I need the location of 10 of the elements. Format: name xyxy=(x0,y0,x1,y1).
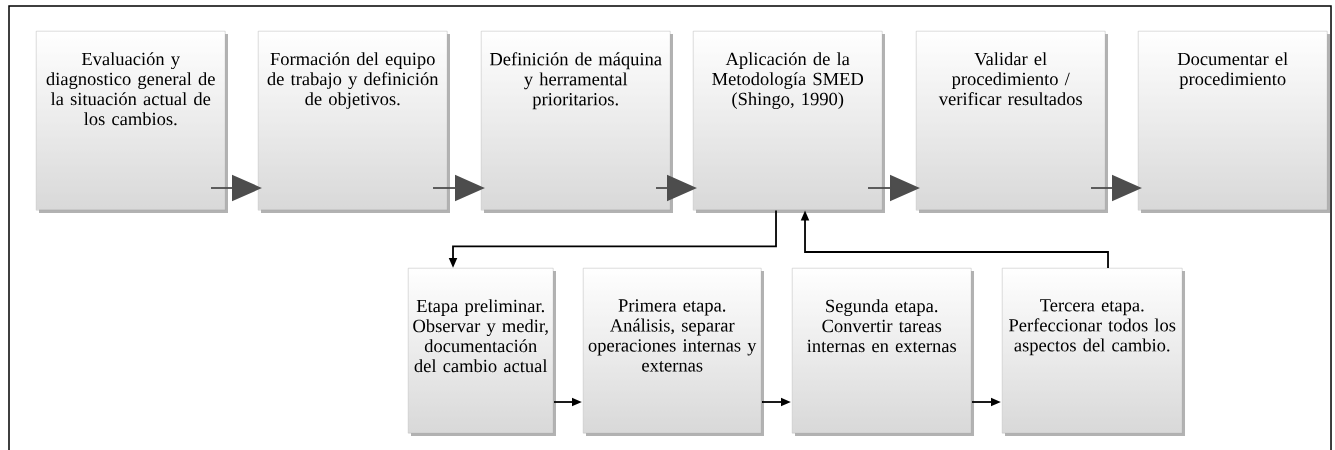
step-box: Formación del equipo de trabajo y definición de objetivos. xyxy=(258,31,450,213)
step-box: Validar el procedimiento / verificar resultados xyxy=(916,31,1108,213)
step-box: Definición de máquina y herramental prioritarios. xyxy=(481,31,673,213)
step-box: Etapa preliminar. Observar y medir, documentación del cambio actual xyxy=(408,268,556,436)
step-box: Documentar el procedimiento xyxy=(1138,31,1330,213)
step-box: Tercera etapa. Perfeccionar todos los aspectos del cambio. xyxy=(1002,268,1185,436)
step-box: Primera etapa. Análisis, separar operaciones internas y externas xyxy=(583,268,764,436)
step-box: Segunda etapa. Convertir tareas internas en externas xyxy=(792,268,974,436)
step-box: Evaluación y diagnostico general de la situación actual de los cambios. xyxy=(36,31,228,213)
step-box: Aplicación de la Metodología SMED (Shingo, 1990) xyxy=(693,31,885,213)
